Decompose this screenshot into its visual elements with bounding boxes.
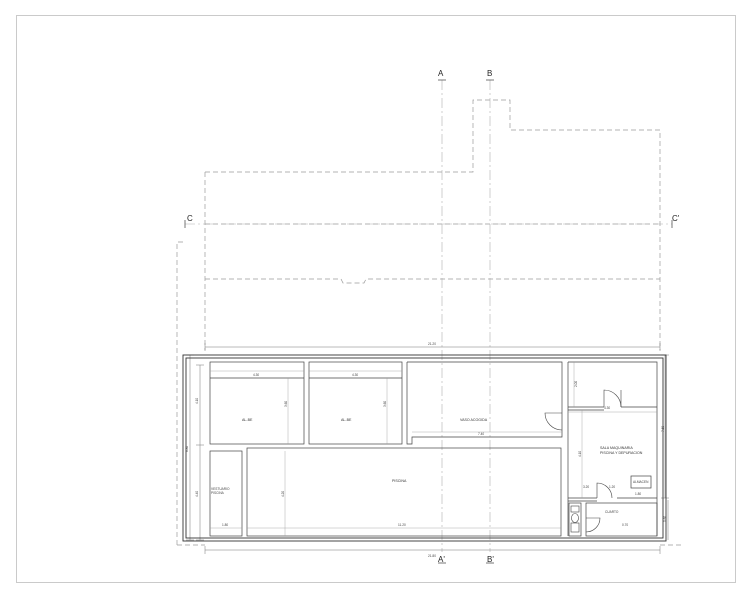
room-label-sala-2: PISCINA Y DEPURACION — [600, 451, 643, 455]
section-c-left-label: C — [187, 214, 193, 223]
dim-pool-length: 11.20 — [398, 523, 406, 527]
dim-overall-bottom: 21.80 — [428, 554, 436, 558]
dim-strip-width: 1.80 — [222, 523, 228, 527]
dim-left-bottom: 4.40 — [195, 491, 199, 497]
drawing-frame — [16, 15, 736, 583]
room-walls — [209, 361, 658, 537]
dim-pool-height: 4.20 — [281, 491, 285, 497]
dim-bottom-right-1: 0.70 — [622, 523, 628, 527]
room-label-vaso-2: AL-BE — [341, 418, 352, 422]
section-b-bottom-label: B' — [487, 555, 494, 564]
building-walls — [182, 354, 667, 542]
section-c-right-label: C' — [672, 214, 680, 223]
room-label-vestuario-2: PISCINA — [211, 491, 225, 495]
door-swings — [544, 389, 622, 533]
dim-vaso1-height: 3.60 — [284, 401, 288, 407]
section-a-top-label: A — [438, 69, 444, 78]
toilet-icon — [570, 505, 580, 533]
dim-left-total: 8.80 — [185, 446, 189, 452]
dim-vaso2-width: 4.30 — [352, 373, 358, 377]
dim-mr-2: 1.20 — [609, 485, 615, 489]
dim-left-top: 4.10 — [195, 398, 199, 404]
room-label-sala-1: SALA MAQUINARIA — [600, 446, 633, 450]
room-label-almacen: ALMACEN — [633, 480, 649, 484]
inner-dimension-lines — [210, 362, 657, 536]
dim-vaso1-width: 4.30 — [253, 373, 259, 377]
dim-vaso2-height: 3.60 — [383, 401, 387, 407]
dim-mr-1: 3.20 — [583, 485, 589, 489]
room-label-cuarto: CUARTO — [605, 510, 619, 514]
section-a-bottom-label: A' — [438, 555, 445, 564]
dim-overall-top: 21.20 — [428, 342, 436, 346]
section-cut-markers — [184, 79, 673, 564]
dim-mr-3: 1.80 — [635, 492, 641, 496]
section-lines — [185, 80, 672, 552]
room-label-vaso-acogida: VASO ACOGIDA — [460, 418, 488, 422]
dim-bottom-right-2: 0.60 — [663, 516, 667, 522]
room-label-vestuario-1: VESTUARIO — [211, 487, 230, 491]
dim-sala-height: 4.10 — [578, 451, 582, 457]
dim-right-top: 2.00 — [574, 381, 578, 387]
room-label-piscina: PISCINA — [392, 479, 407, 483]
dim-acogida-length: 7.40 — [478, 432, 484, 436]
section-b-top-label: B — [487, 69, 492, 78]
dim-sala-width: 4.30 — [604, 406, 610, 410]
room-label-vaso-1: AL-BE — [242, 418, 253, 422]
overall-dimension-lines — [186, 343, 669, 554]
upper-floor-outline — [176, 99, 683, 546]
